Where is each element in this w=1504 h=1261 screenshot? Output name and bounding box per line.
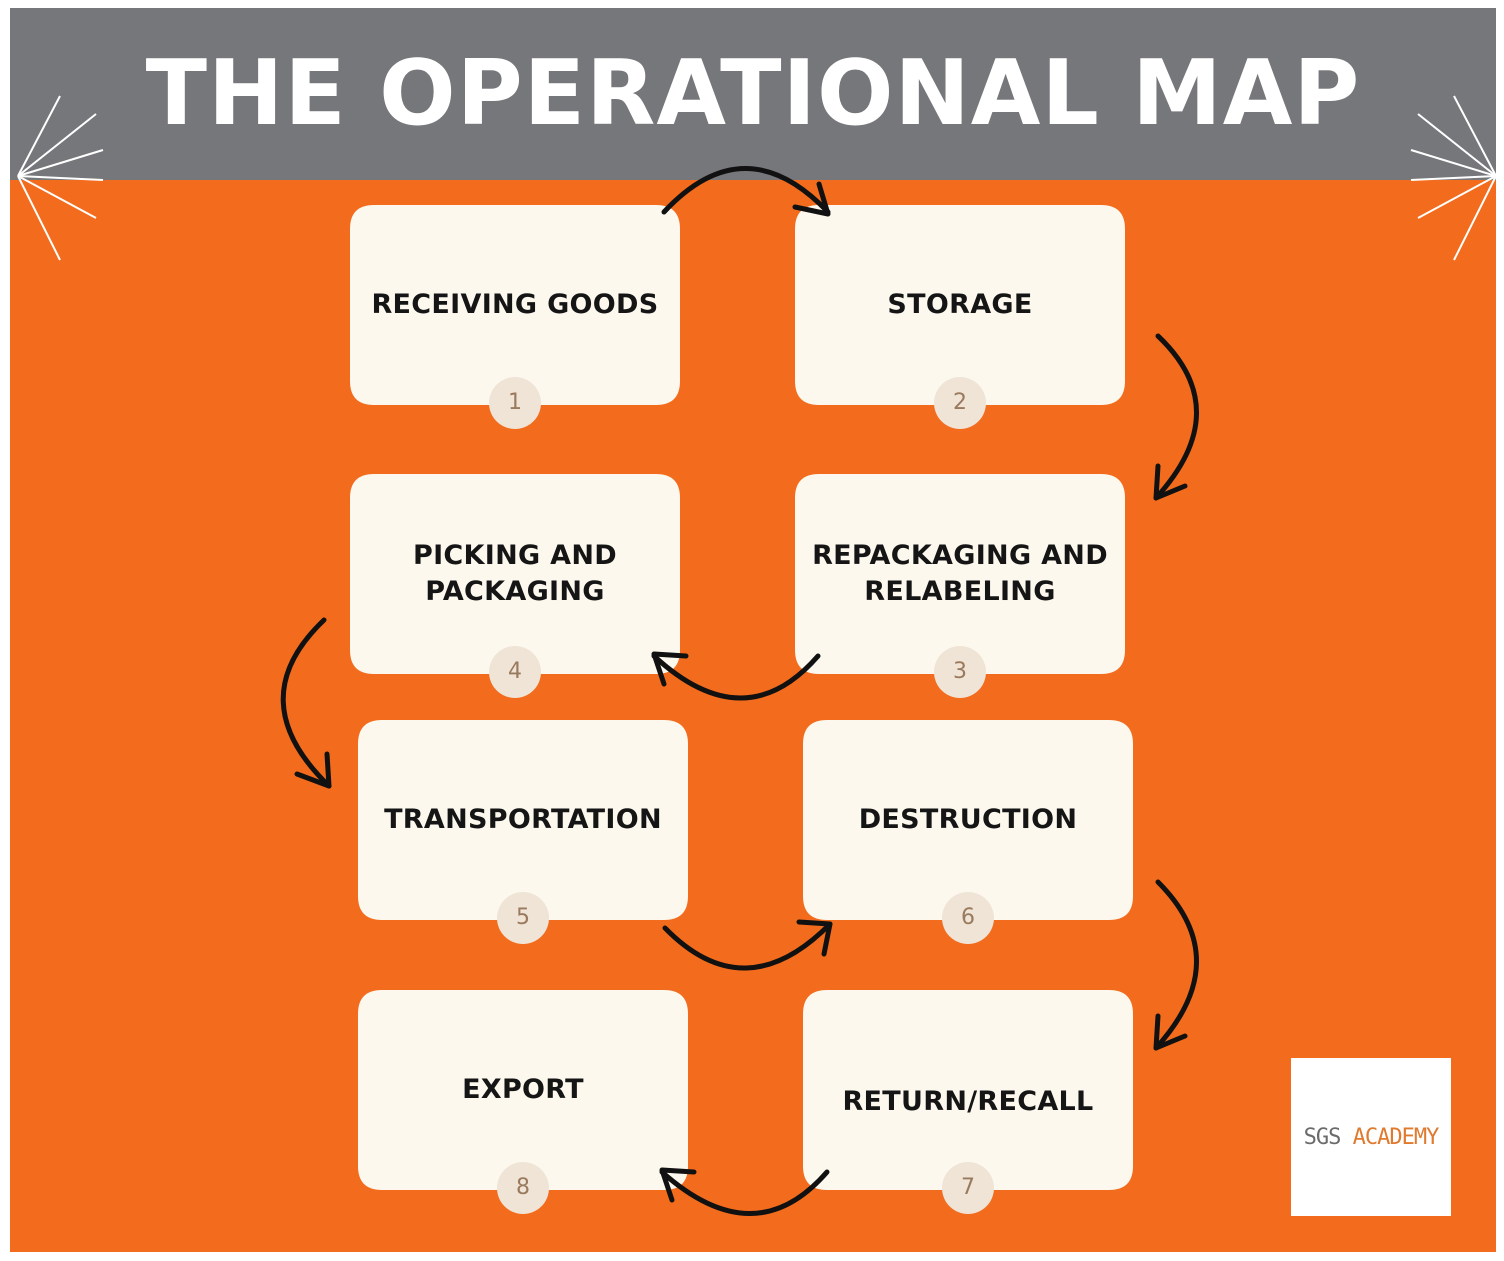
step-label: TRANSPORTATION bbox=[384, 804, 662, 835]
logo-text-sgs: SGS bbox=[1303, 1124, 1353, 1150]
step-card-receiving-goods: RECEIVING GOODS 1 bbox=[350, 205, 680, 429]
page-title: THE OPERATIONAL MAP bbox=[145, 41, 1361, 146]
step-card-repackaging-and-relabeling: REPACKAGING AND RELABELING 3 bbox=[795, 474, 1125, 698]
card-shape bbox=[795, 205, 1125, 405]
operational-map-poster: THE OPERATIONAL MAP bbox=[10, 8, 1496, 1252]
card-shape bbox=[350, 205, 680, 405]
step-label: STORAGE bbox=[887, 289, 1033, 320]
step-card-export: EXPORT 8 bbox=[358, 990, 688, 1214]
step-label: REPACKAGING AND RELABELING bbox=[812, 540, 1108, 607]
step-number-badge: 6 bbox=[942, 892, 994, 944]
step-card-return-recall: RETURN/RECALL 7 bbox=[803, 990, 1133, 1214]
card-shape bbox=[795, 474, 1125, 674]
step-card-picking-and-packaging: PICKING AND PACKAGING 4 bbox=[350, 474, 680, 698]
starburst-right-icon bbox=[1410, 95, 1496, 261]
step-label: PICKING AND PACKAGING bbox=[413, 540, 617, 607]
card-shape bbox=[803, 990, 1133, 1190]
step-number-badge: 1 bbox=[489, 377, 541, 429]
title-banner: THE OPERATIONAL MAP bbox=[10, 8, 1496, 180]
card-shape bbox=[358, 720, 688, 920]
step-number-badge: 8 bbox=[497, 1162, 549, 1214]
step-card-storage: STORAGE 2 bbox=[795, 205, 1125, 429]
step-number-badge: 4 bbox=[489, 646, 541, 698]
step-label: DESTRUCTION bbox=[858, 804, 1078, 835]
card-shape bbox=[803, 720, 1133, 920]
starburst-left-icon bbox=[17, 95, 104, 261]
logo-text: SGS ACADEMY bbox=[1303, 1124, 1440, 1150]
step-number-badge: 5 bbox=[497, 892, 549, 944]
step-card-destruction: DESTRUCTION 6 bbox=[803, 720, 1133, 944]
step-label: EXPORT bbox=[462, 1074, 584, 1105]
sgs-academy-logo: SGS ACADEMY bbox=[1291, 1058, 1451, 1216]
step-label: RETURN/RECALL bbox=[842, 1086, 1094, 1117]
step-number-badge: 7 bbox=[942, 1162, 994, 1214]
step-number-badge: 2 bbox=[934, 377, 986, 429]
step-card-transportation: TRANSPORTATION 5 bbox=[358, 720, 688, 944]
step-label: RECEIVING GOODS bbox=[371, 289, 659, 320]
card-shape bbox=[358, 990, 688, 1190]
logo-text-academy: ACADEMY bbox=[1352, 1124, 1440, 1150]
card-shape bbox=[350, 474, 680, 674]
step-number-badge: 3 bbox=[934, 646, 986, 698]
